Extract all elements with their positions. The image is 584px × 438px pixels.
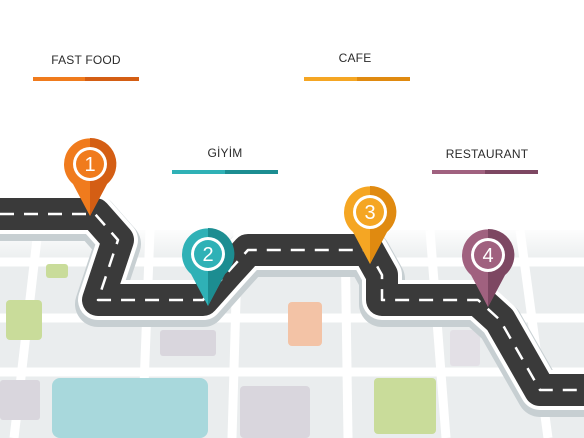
- pin-2: 2: [182, 227, 235, 306]
- restaurant-bar-left: [432, 170, 485, 174]
- restaurant-bar-right: [485, 170, 538, 174]
- fast-food-label: FAST FOOD: [51, 53, 121, 67]
- pin-1-number: 1: [84, 154, 95, 176]
- restaurant-label: RESTAURANT: [445, 147, 529, 161]
- giyim-bar-right: [225, 170, 278, 174]
- cafe-bar-right: [357, 77, 410, 81]
- pin-3: 3: [344, 185, 397, 264]
- giyim-label: GİYİM: [207, 146, 243, 160]
- fast-food-bar-right: [85, 77, 139, 81]
- pin-2-number: 2: [202, 244, 213, 266]
- cafe-label: CAFE: [338, 51, 372, 65]
- legend-bars: [33, 77, 538, 174]
- pin-4-number: 4: [482, 245, 493, 267]
- pin-1: 1: [64, 137, 117, 216]
- fast-food-bar-left: [33, 77, 85, 81]
- giyim-bar-left: [172, 170, 225, 174]
- cafe-bar-left: [304, 77, 357, 81]
- pin-3-number: 3: [364, 202, 375, 224]
- road: [0, 194, 584, 417]
- pin-4: 4: [462, 228, 515, 307]
